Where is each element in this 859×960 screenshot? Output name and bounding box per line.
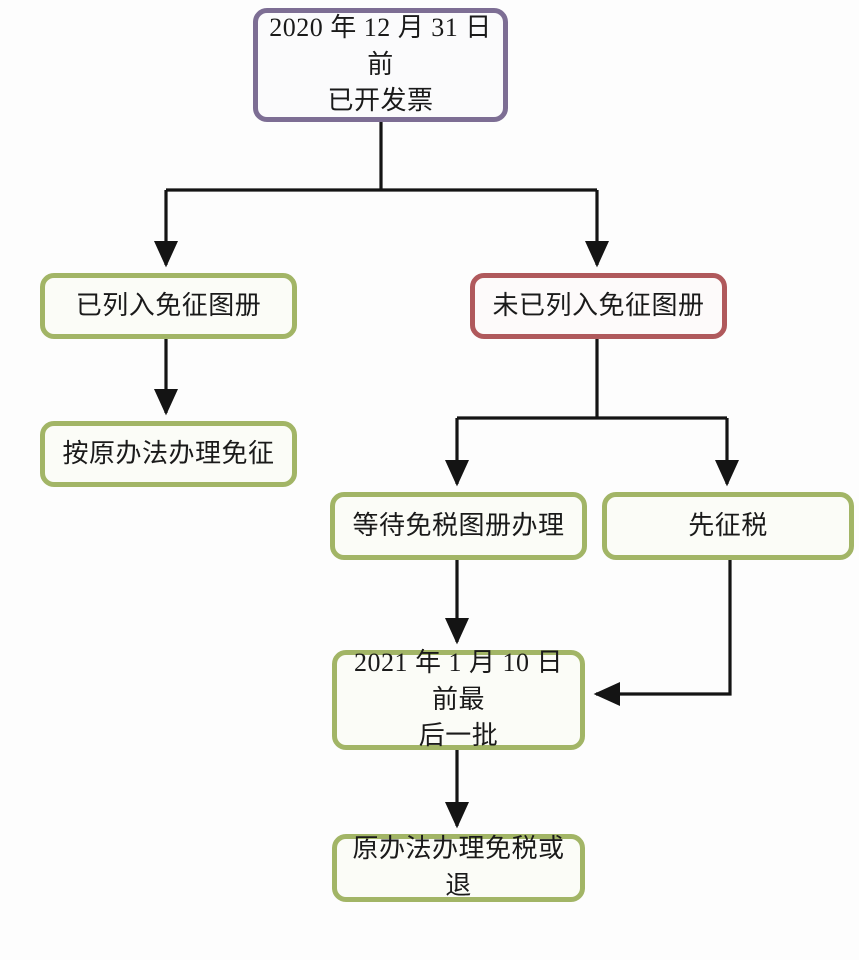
node-refund-or-exempt[interactable]: 原办法办理免税或退 — [332, 834, 585, 902]
node-refund-or-exempt-label: 原办法办理免税或退 — [352, 834, 565, 900]
node-wait-catalog[interactable]: 等待免税图册办理 — [330, 492, 587, 560]
edge-pay-tax-to-last-batch — [593, 560, 732, 706]
node-old-method-exempt[interactable]: 按原办法办理免征 — [40, 421, 297, 487]
node-root[interactable]: 2020 年 12 月 31 日前 已开发票 — [253, 8, 508, 122]
node-listed-label: 已列入免征图册 — [75, 290, 262, 320]
node-pay-tax-first[interactable]: 先征税 — [602, 492, 854, 560]
node-pay-tax-first-label: 先征税 — [688, 510, 768, 540]
node-listed[interactable]: 已列入免征图册 — [40, 273, 297, 339]
node-wait-catalog-label: 等待免税图册办理 — [352, 510, 565, 540]
node-not-listed[interactable]: 未已列入免征图册 — [470, 273, 727, 339]
node-root-label: 2020 年 12 月 31 日前 已开发票 — [269, 12, 492, 116]
node-not-listed-label: 未已列入免征图册 — [492, 290, 705, 320]
node-last-batch[interactable]: 2021 年 1 月 10 日前最 后一批 — [332, 648, 585, 750]
node-last-batch-label: 2021 年 1 月 10 日前最 后一批 — [353, 647, 563, 751]
node-old-method-exempt-label: 按原办法办理免征 — [62, 438, 275, 468]
